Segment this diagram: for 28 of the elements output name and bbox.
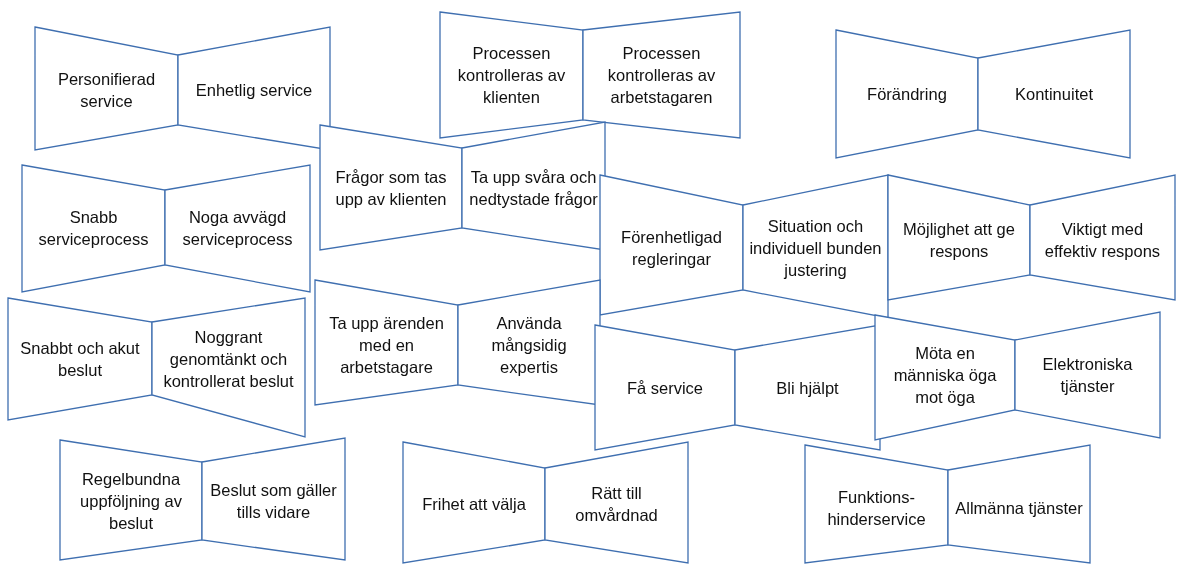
- shape-label: Processen kontrolleras av arbetstagaren: [606, 43, 717, 108]
- shape-label: Ta upp svåra och nedtystade frågor: [468, 167, 599, 210]
- shape-label: Frihet att välja: [422, 494, 526, 515]
- shape-label: Rätt till omvårdnad: [574, 483, 659, 526]
- shape-label: Kontinuitet: [1015, 84, 1093, 105]
- shape-label: Förenhetligad regleringar: [620, 226, 723, 270]
- shape-label: Snabbt och akut beslut: [19, 337, 141, 381]
- shape-label: Processen kontrolleras av klienten: [456, 43, 567, 108]
- shape-label: Elektroniska tjänster: [1041, 354, 1134, 397]
- shape-label: Möta en människa öga mot öga: [892, 343, 998, 408]
- shape-label: Frågor som tas upp av klienten: [334, 167, 448, 210]
- shape-label: Förändring: [867, 84, 947, 105]
- shape-label: Enhetlig service: [195, 80, 313, 101]
- shape-label: Funktions- hinderservice: [826, 486, 927, 530]
- shape-label: Möjlighet att ge respons: [902, 219, 1016, 262]
- shape-label: Beslut som gäller tills vidare: [209, 480, 338, 523]
- shape-label: Personifierad service: [56, 69, 157, 112]
- shape-label: Noga avvägd serviceprocess: [181, 206, 294, 250]
- shape-label: Situation och individuell bunden justering: [749, 215, 882, 281]
- shape-label: Ta upp ärenden med en arbetstagare: [328, 313, 445, 378]
- shape-label: Använda mångsidig expertis: [490, 313, 568, 378]
- shape-label: Bli hjälpt: [776, 377, 839, 399]
- shape-label: Noggrant genomtänkt och kontrollerat beslut: [162, 326, 295, 392]
- shape-label: Regelbundna uppföljning av beslut: [79, 469, 183, 534]
- shape-label: Viktigt med effektiv respons: [1043, 219, 1162, 262]
- shape-label: Snabb serviceprocess: [37, 206, 150, 250]
- shape-label: Få service: [626, 377, 704, 399]
- shape-label: Allmänna tjänster: [955, 497, 1083, 519]
